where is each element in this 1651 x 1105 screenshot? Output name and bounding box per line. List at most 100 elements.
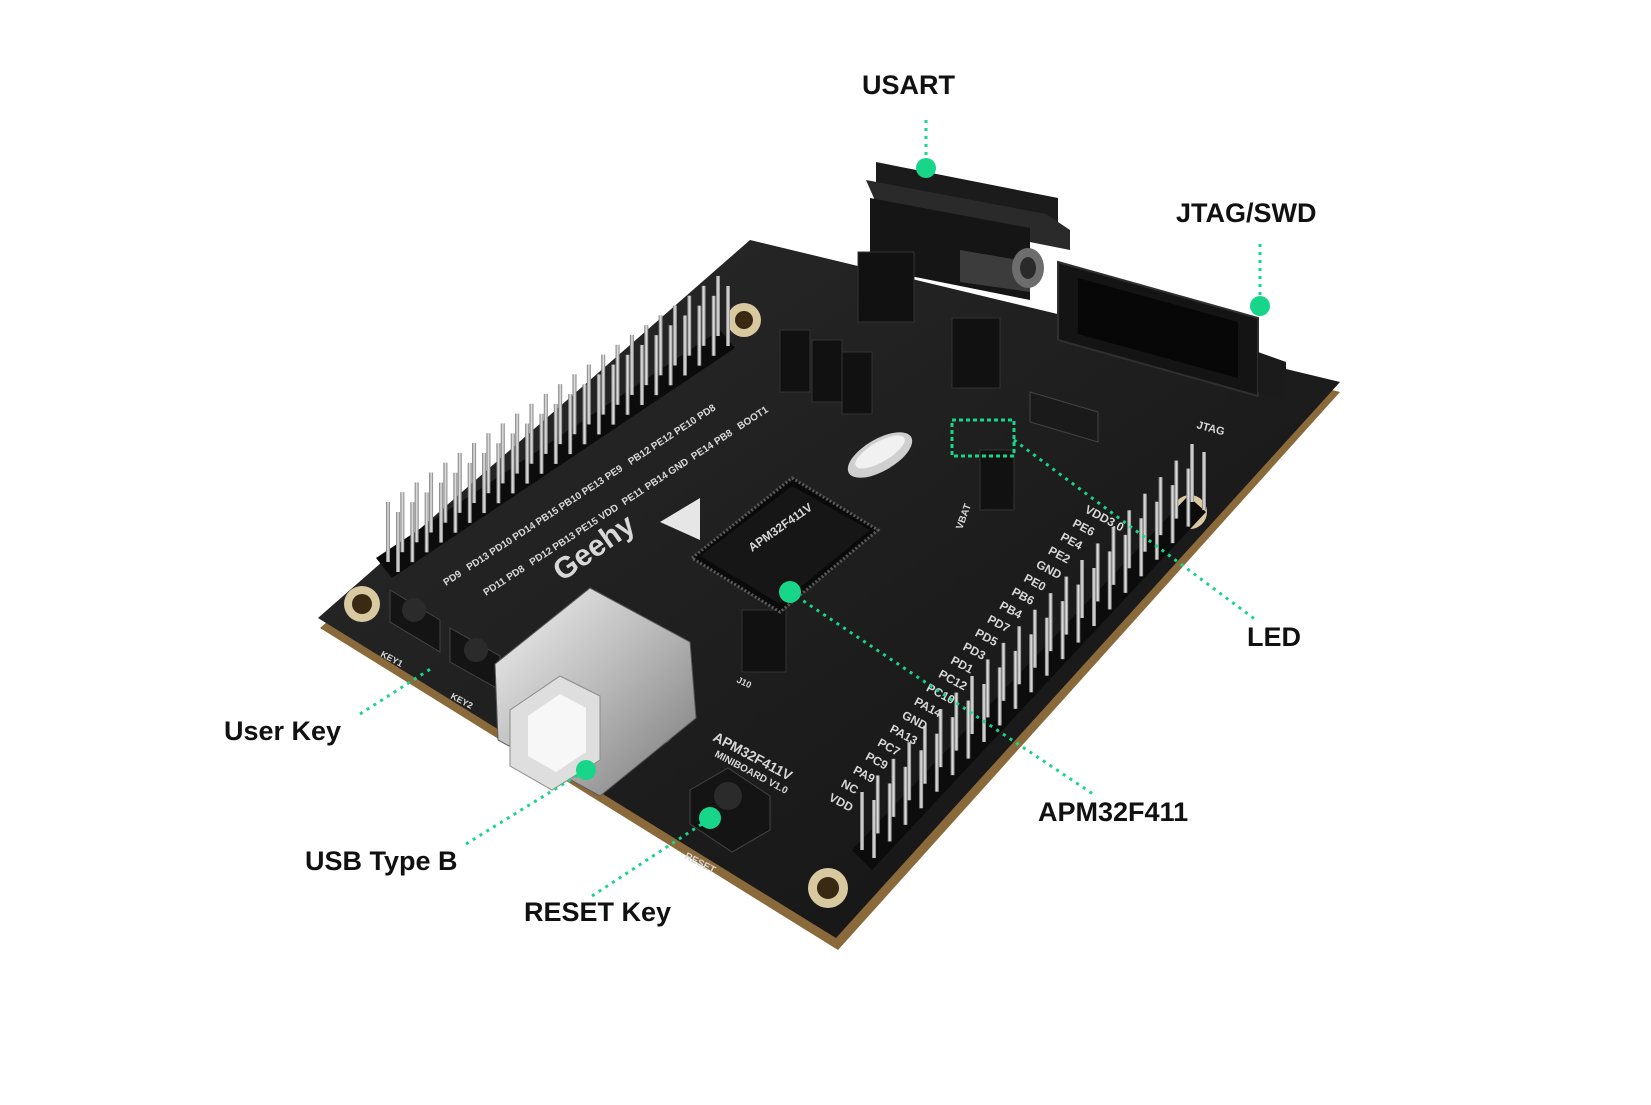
- header-pin: [903, 766, 908, 825]
- header-pin: [938, 709, 943, 768]
- usb-type-b-label: USB Type B: [305, 846, 458, 876]
- header-pin: [629, 334, 634, 395]
- header-pin: [1142, 493, 1147, 552]
- jumper-blocks: [741, 251, 1015, 673]
- header-pin: [429, 472, 434, 533]
- usart-dot: [916, 158, 936, 178]
- header-pin: [439, 482, 444, 543]
- header-pin: [1186, 468, 1191, 527]
- header-pin: [1001, 642, 1006, 701]
- header-pin: [1076, 584, 1081, 643]
- header-pin: [396, 512, 400, 572]
- header-pin: [950, 717, 955, 776]
- led-label: LED: [1247, 622, 1301, 652]
- led-leader: [1013, 438, 1257, 622]
- header-pin: [860, 792, 864, 850]
- header-pin: [515, 413, 520, 474]
- header-pin: [1158, 477, 1163, 536]
- reset-dot: [699, 807, 721, 829]
- header-pin: [586, 364, 591, 425]
- header-pin: [934, 733, 939, 792]
- header-pin: [1032, 609, 1037, 668]
- apm32f411-label: APM32F411: [1038, 797, 1189, 827]
- header-pin: [1190, 444, 1194, 502]
- jtag-swd-label: JTAG/SWD: [1176, 198, 1317, 228]
- header-pin: [472, 443, 477, 504]
- apm-dot: [779, 581, 801, 603]
- header-pin: [1017, 626, 1022, 685]
- header-pin: [1174, 460, 1179, 519]
- header-pin: [891, 758, 896, 817]
- header-pin: [726, 286, 730, 346]
- header-pin: [553, 403, 558, 464]
- header-pin: [582, 384, 587, 445]
- reset-key: RESET: [683, 767, 771, 876]
- header-pin: [872, 800, 876, 858]
- header-pin: [572, 374, 577, 435]
- usb-dot: [576, 760, 596, 780]
- voltage-regulator: [1029, 391, 1099, 443]
- header-pin: [510, 433, 515, 494]
- header-pin: [539, 413, 544, 474]
- header-pin: [615, 344, 620, 405]
- header-pin: [982, 684, 986, 742]
- reset-key-label: RESET Key: [524, 897, 672, 927]
- header-pin: [716, 276, 720, 336]
- apm-leader: [789, 590, 1097, 798]
- header-pin: [601, 354, 606, 415]
- header-pin: [687, 295, 692, 356]
- header-pin: [467, 462, 472, 523]
- header-pin: [919, 750, 924, 809]
- mcu-chip: APM32F411V: [689, 476, 881, 614]
- header-pin: [875, 775, 880, 834]
- header-pin: [558, 384, 563, 445]
- header-pin: [1095, 543, 1100, 602]
- header-pin: [644, 325, 649, 386]
- user-key-leader: [359, 666, 433, 716]
- header-pin: [668, 325, 673, 386]
- header-pin: [922, 725, 927, 784]
- header-pin: [386, 502, 390, 562]
- header-pin: [1202, 452, 1206, 510]
- header-pin: [486, 433, 491, 494]
- header-pin: [596, 374, 601, 435]
- header-pin: [639, 344, 644, 405]
- header-pin: [1092, 568, 1096, 626]
- header-pin: [1107, 551, 1112, 610]
- header-pin: [414, 482, 419, 543]
- header-pin: [543, 393, 548, 454]
- user-keys: KEY1 KEY2: [379, 589, 501, 711]
- header-pin: [887, 783, 892, 842]
- header-pin: [970, 676, 974, 734]
- header-pin: [672, 305, 677, 366]
- header-pin: [1123, 534, 1128, 593]
- header-pin: [1064, 576, 1069, 635]
- header-pin: [654, 335, 659, 396]
- header-pin: [611, 364, 616, 425]
- header-pin: [954, 692, 959, 751]
- header-pin: [568, 394, 573, 455]
- jtag-header: [1057, 260, 1286, 400]
- header-pin: [1013, 650, 1018, 709]
- header-pin: [1127, 510, 1132, 569]
- header-pin: [966, 700, 971, 759]
- jtag-dot: [1250, 296, 1270, 316]
- header-pin: [496, 443, 501, 504]
- header-pin: [711, 295, 716, 356]
- header-pin: [625, 354, 630, 415]
- header-pin: [701, 285, 706, 346]
- header-pin: [1029, 634, 1034, 693]
- usb-type-b-connector: [494, 587, 697, 797]
- header-pin: [997, 667, 1002, 726]
- header-pin: [907, 742, 912, 801]
- callout-dots: [576, 158, 1270, 829]
- header-pin: [453, 472, 458, 533]
- crystal: [847, 432, 913, 478]
- header-pin: [1080, 560, 1084, 618]
- header-pin: [400, 492, 405, 553]
- header-pin: [500, 423, 505, 484]
- header-pin: [525, 423, 530, 484]
- usart-label: USART: [862, 70, 955, 100]
